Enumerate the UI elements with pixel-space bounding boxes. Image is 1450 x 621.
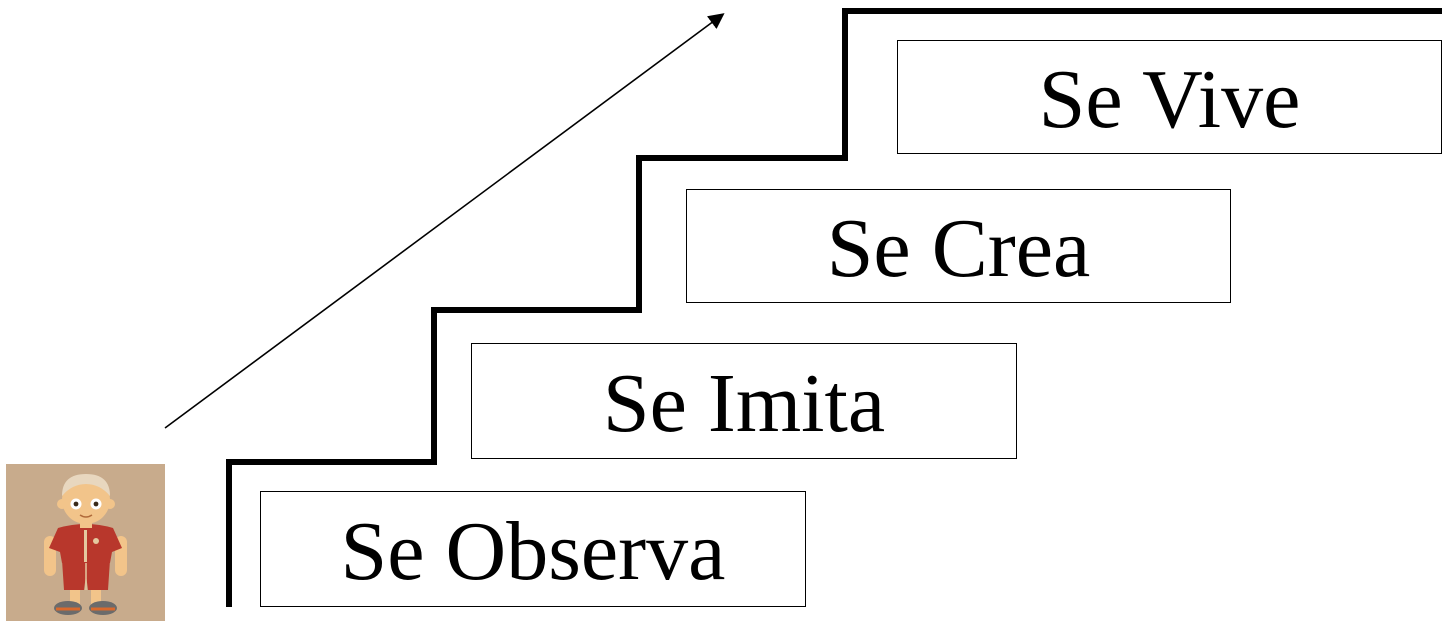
step-se-imita: Se Imita — [471, 343, 1017, 459]
staircase-line — [226, 8, 1442, 607]
step-se-crea: Se Crea — [686, 189, 1231, 303]
step-label: Se Imita — [602, 357, 886, 450]
step-se-vive: Se Vive — [897, 40, 1442, 154]
step-se-observa: Se Observa — [260, 491, 806, 607]
step-label: Se Crea — [826, 202, 1091, 295]
child-figure-icon — [6, 464, 165, 621]
step-label: Se Vive — [1038, 53, 1301, 146]
arrow-up-right-icon — [164, 13, 725, 429]
step-label: Se Observa — [340, 505, 726, 598]
